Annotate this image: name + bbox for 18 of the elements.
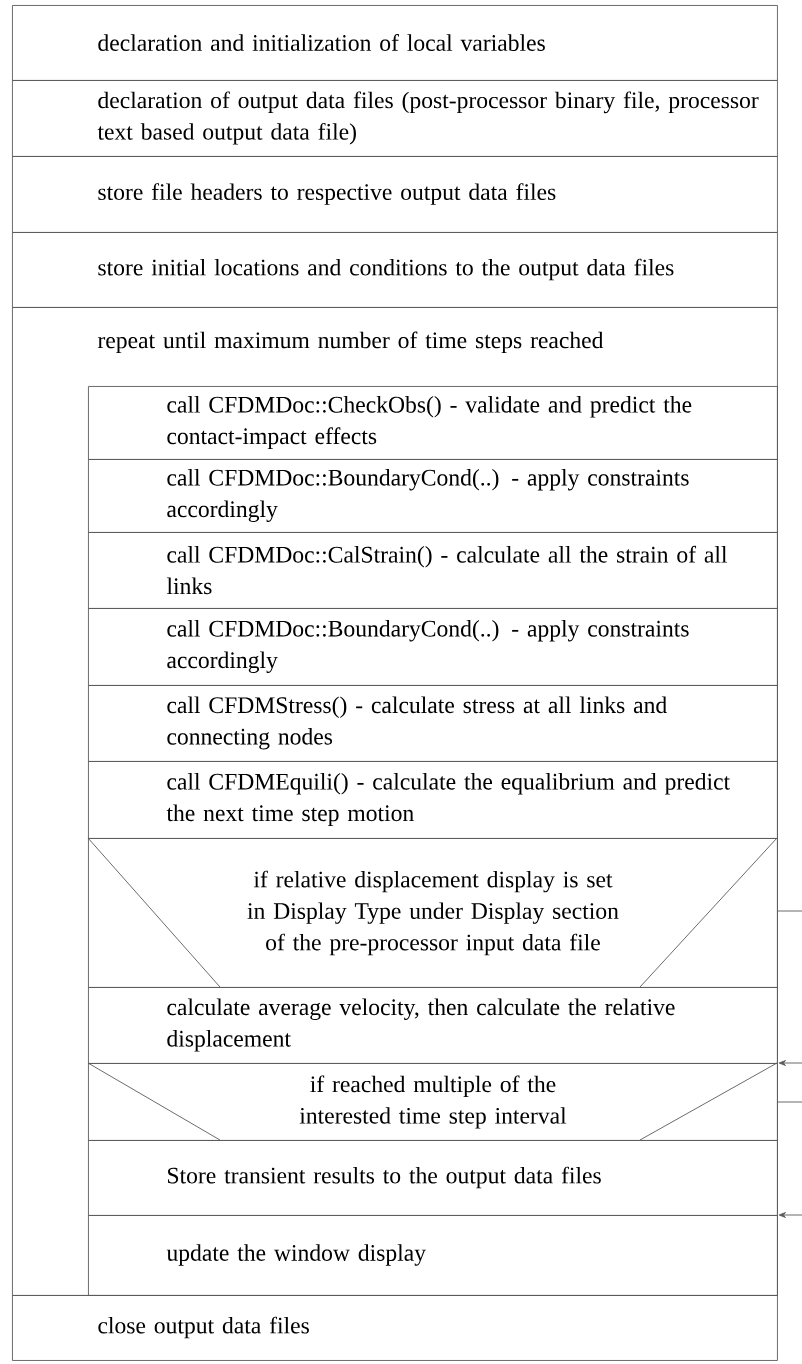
process-box: calculate average velocity, then calculate the relative displacement [88,987,778,1064]
process-box: call CFDMStress() - calculate stress at all links and connecting nodes [88,685,778,762]
process-box: close output data files [12,1295,778,1361]
process-box: call CFDMDoc::CalStrain() - calculate all the strain of all links [88,532,778,609]
decision-box: if reached multiple of the interested time step interval [87,1062,778,1141]
process-box: Store transient results to the output data files [88,1140,778,1216]
process-box: declaration and initialization of local variables [12,5,778,81]
process-box: call CFDMDoc::CheckObs() - validate and predict the contact-impact effects [88,386,778,460]
process-box: call CFDMDoc::BoundaryCond(..) - apply constraints accordingly [88,608,778,686]
process-box: update the window display [88,1215,778,1296]
process-box: declaration of output data files (post-processor binary file, processor text based output data file) [12,80,778,157]
process-box: call CFDMDoc::BoundaryCond(..) - apply constraints accordingly [88,459,778,533]
process-box: call CFDMEquili() - calculate the equalibrium and predict the next time step motion [88,761,778,839]
arrow [778,1060,802,1066]
arrow [778,1212,802,1218]
decision-box: if relative displacement display is set in Display Type under Display section of the pre-processor input data file [87,837,778,988]
process-box: store file headers to respective output data files [12,156,778,233]
process-box: store initial locations and conditions to the output data files [12,232,778,308]
